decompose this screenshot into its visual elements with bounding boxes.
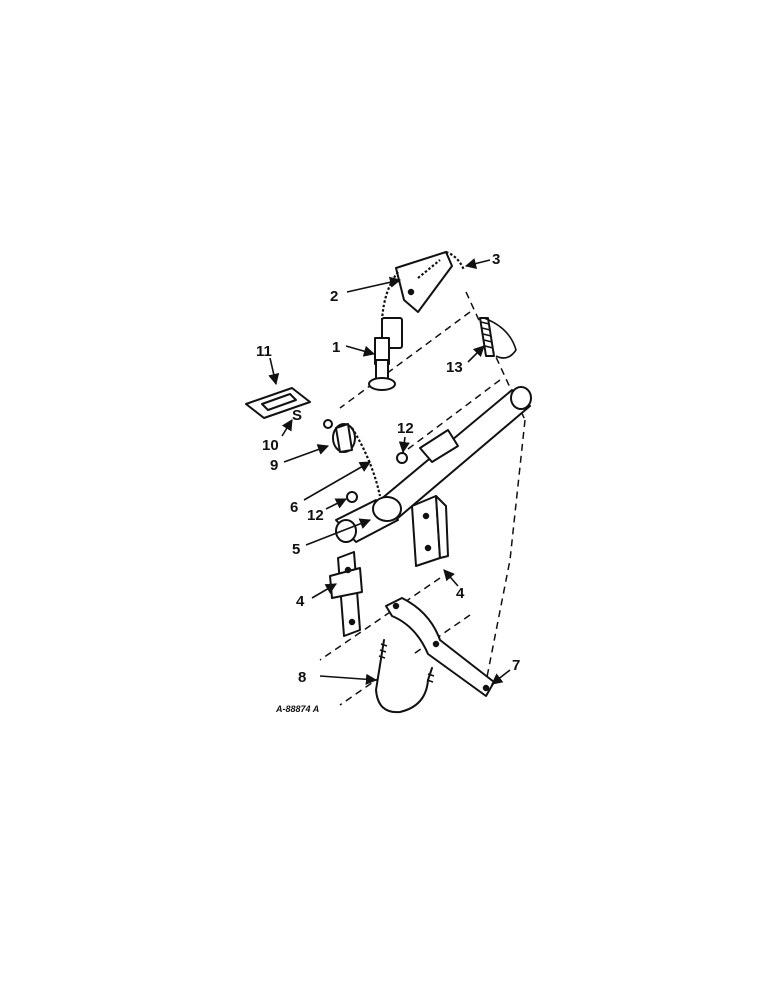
callout-8: 8	[298, 669, 306, 686]
leader-lines	[268, 258, 511, 685]
callout-6: 6	[290, 499, 298, 516]
part-4-bracket-right	[411, 495, 449, 567]
callout-labels: 1 2 3 4 4 5 6 7 8 9 10 11 12 12 13 S	[256, 251, 520, 686]
part-8-u-bolt	[375, 639, 435, 714]
callout-4-left: 4	[296, 593, 305, 610]
callout-4-right: 4	[456, 585, 465, 602]
part-5-tube	[335, 386, 532, 543]
callout-5: 5	[292, 541, 300, 558]
callout-13: 13	[446, 359, 463, 376]
part-7-strap	[385, 597, 495, 697]
part-10-s-hook: S	[292, 407, 302, 424]
callout-12-top: 12	[397, 420, 414, 437]
callout-10: 10	[262, 437, 279, 454]
part-4-bracket-left	[329, 551, 363, 637]
callout-3: 3	[492, 251, 500, 268]
part-13-spring	[479, 317, 517, 359]
part-2-pivot-plate	[395, 251, 453, 313]
figure-code: A-88874 A	[275, 704, 319, 714]
part-6-chain	[351, 427, 382, 497]
alignment-lines	[319, 291, 526, 706]
callout-7: 7	[512, 657, 520, 674]
part-3-chain	[380, 250, 466, 321]
part-9-pulley	[323, 419, 356, 453]
callout-11: 11	[256, 343, 272, 360]
callout-12-bottom: 12	[307, 507, 324, 524]
callout-1: 1	[332, 339, 340, 356]
part-11-decal	[245, 387, 311, 419]
part-1-lever	[368, 317, 403, 391]
callout-9: 9	[270, 457, 278, 474]
part-12-nuts	[346, 452, 408, 503]
callout-2: 2	[330, 288, 338, 305]
